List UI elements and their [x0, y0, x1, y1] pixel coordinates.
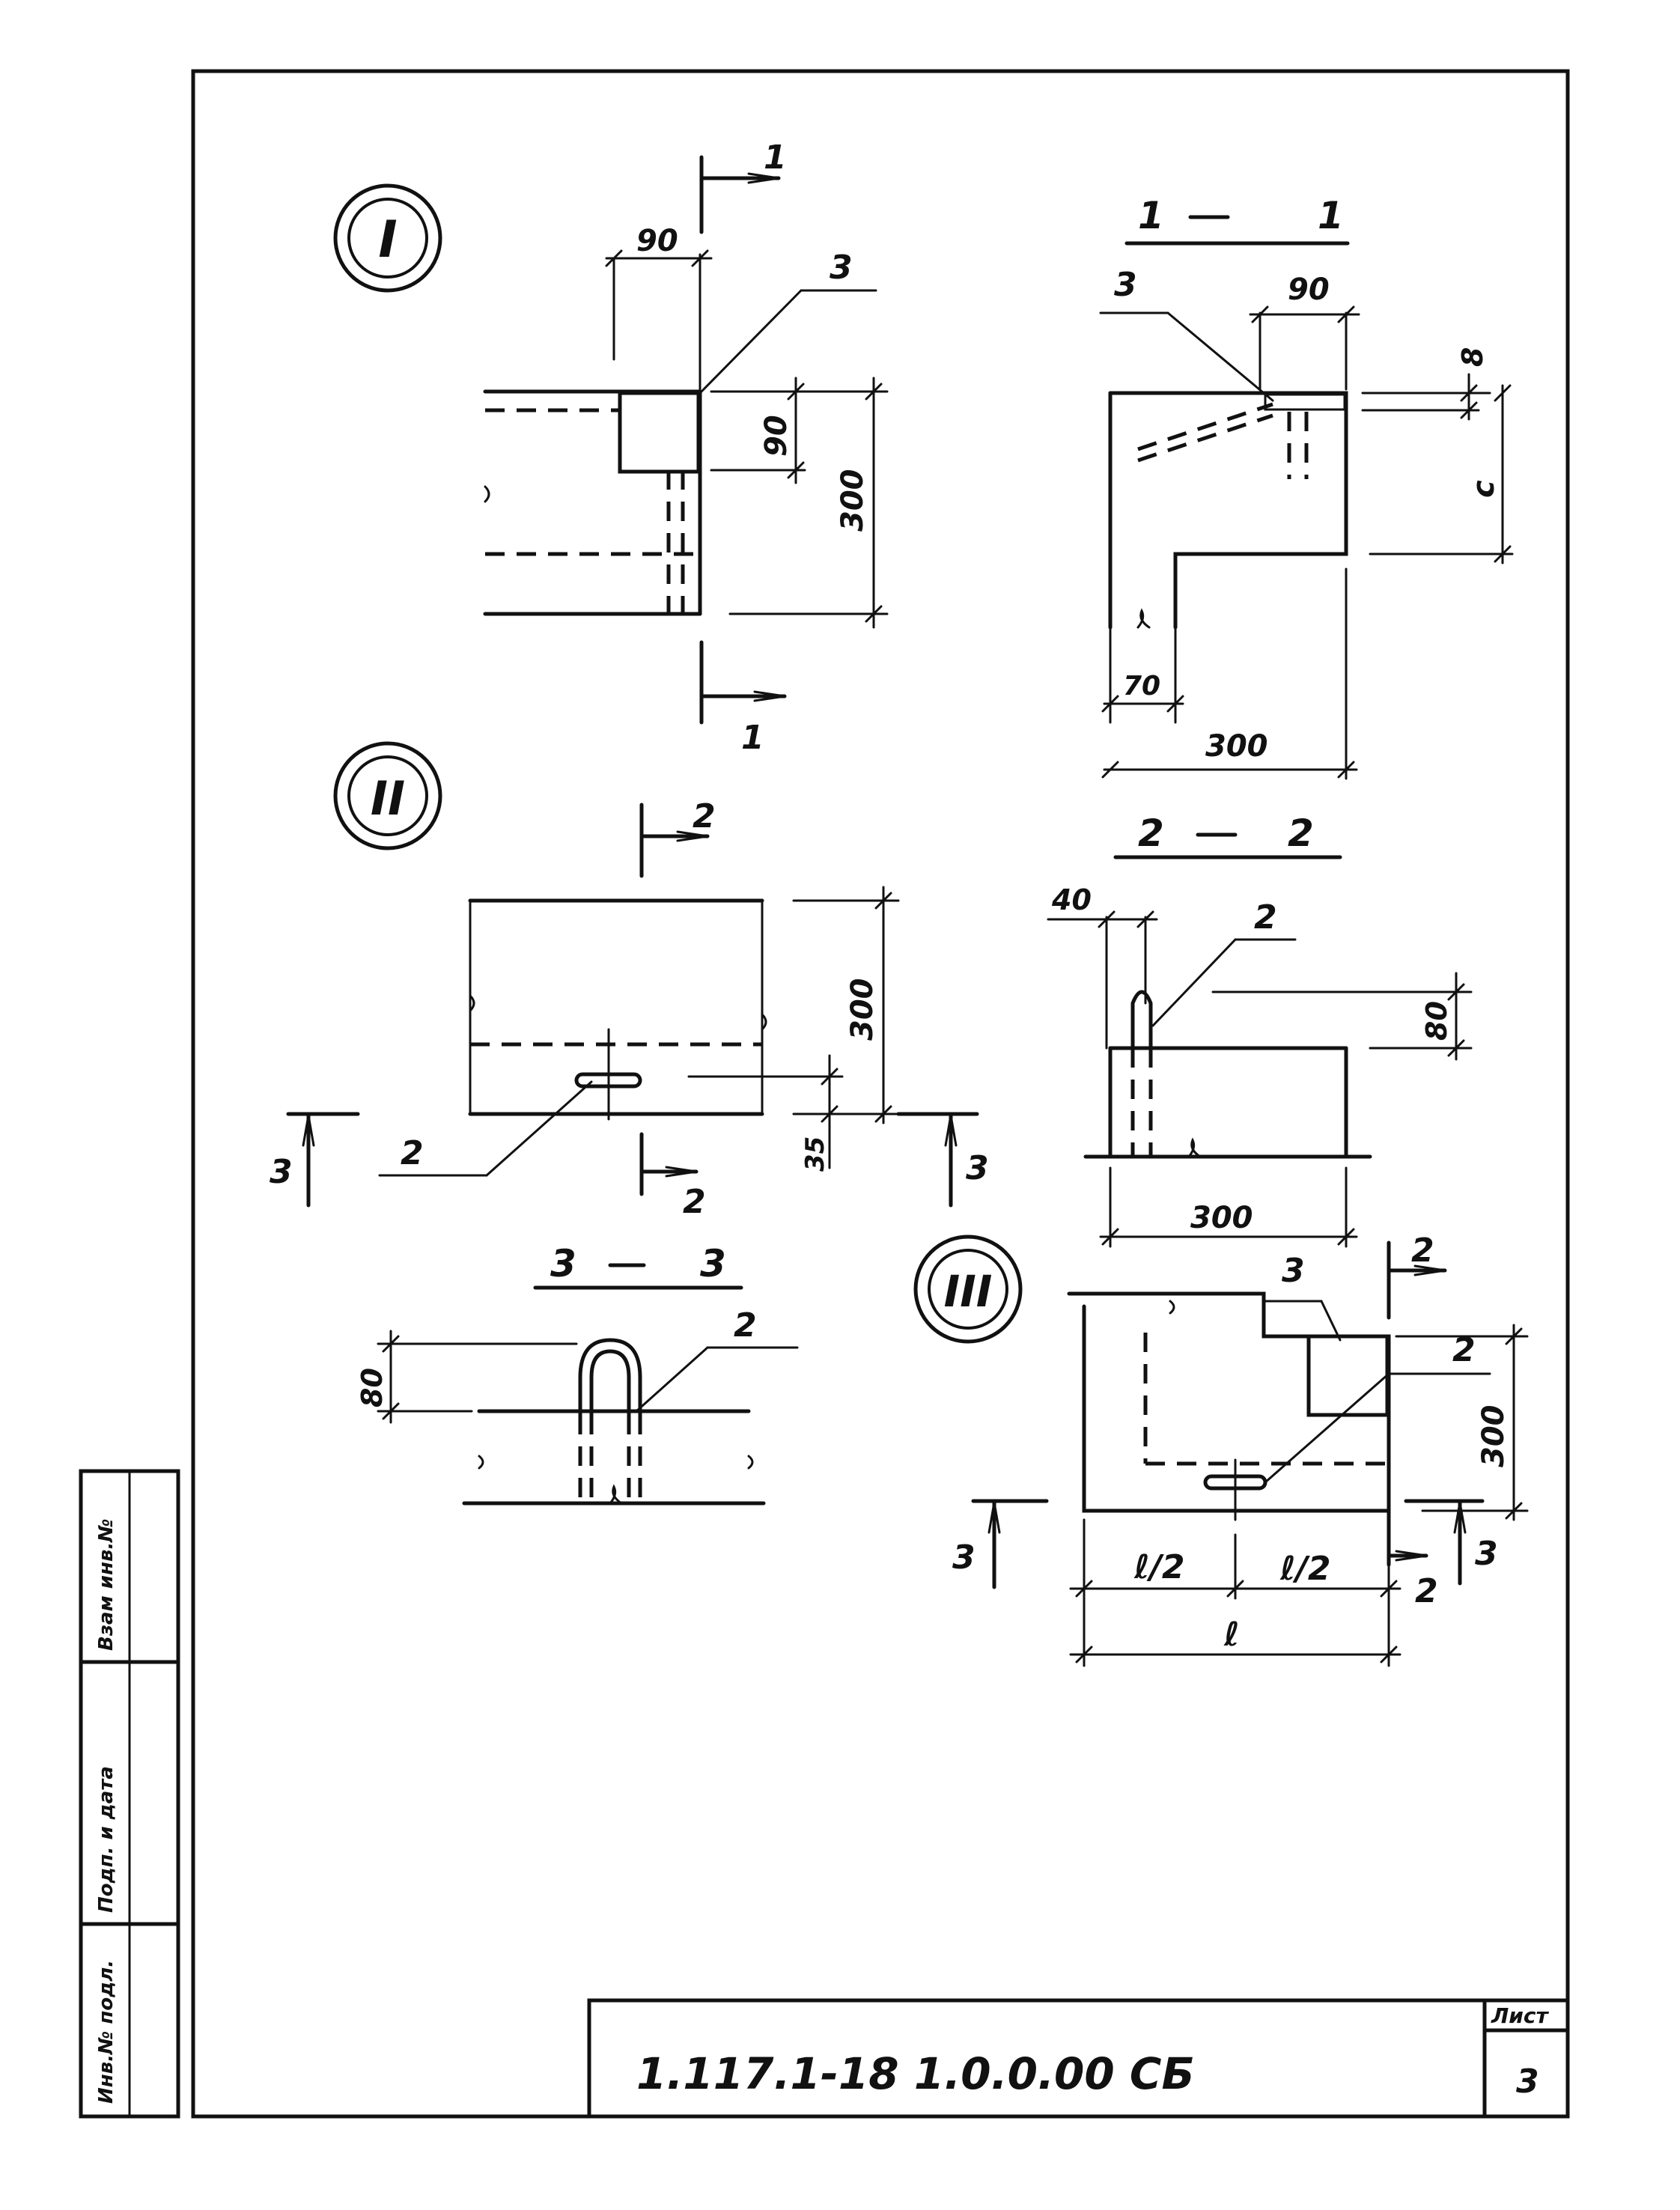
stamp-inv-label: Инв.№ подл.	[95, 1960, 118, 2104]
view-III-section-bottom: 2	[1415, 1572, 1438, 1610]
view-I-dim-height: 300	[836, 469, 870, 532]
title-block: 1.117.1-18 1.0.0.00 СБ Лист 3	[587, 1998, 1570, 2119]
sec22-label-right: 2	[1288, 812, 1314, 855]
section-3-3: 3 3 2 80	[356, 1242, 799, 1506]
view-II-cut-right: 3	[966, 1149, 989, 1187]
sec22-dim-300: 300	[1190, 1201, 1253, 1235]
view-II-leader: 2	[401, 1134, 424, 1172]
view-I-dim-width: 90	[636, 224, 678, 258]
sec33-label-left: 3	[550, 1242, 576, 1285]
sec11-dim-c: c	[1467, 480, 1501, 498]
drawing-code: 1.117.1-18 1.0.0.00 СБ	[636, 2048, 1195, 2099]
section-1-1: 1 1 3 90 8 c	[1099, 194, 1514, 780]
sec11-label-right: 1	[1318, 194, 1344, 237]
sheet-number: 3	[1516, 2063, 1539, 2101]
view-III-leader-3: 3	[1282, 1252, 1305, 1290]
view-I-section-top: 1	[764, 138, 787, 177]
view-I: I 1 1 90 3	[333, 138, 889, 757]
view-II-dim-35: 35	[800, 1136, 830, 1172]
stamp-sign-label: Подп. и дата	[95, 1766, 118, 1913]
view-III-cut-right: 3	[1475, 1535, 1498, 1573]
sec11-dim-70: 70	[1123, 671, 1160, 701]
view-III-dim-height: 300	[1476, 1405, 1511, 1468]
sec11-leader: 3	[1114, 266, 1137, 304]
sec11-dim-top: 90	[1288, 273, 1330, 307]
view-I-marker: I	[378, 210, 397, 270]
view-III-dim-total: ℓ	[1223, 1616, 1240, 1654]
sec11-dim-b: 8	[1456, 347, 1489, 367]
view-II-cut-left: 3	[270, 1153, 293, 1191]
view-III-cut-left: 3	[952, 1538, 976, 1577]
view-I-dim-height-small: 90	[759, 415, 794, 457]
view-III-marker: III	[944, 1266, 993, 1317]
view-III-dim-half-right: ℓ/2	[1279, 1550, 1330, 1588]
stamp-replace-label: Взам инв.№	[95, 1518, 118, 1651]
view-II: II 2 2 2 300 35	[270, 741, 989, 1221]
sec11-dim-300: 300	[1205, 729, 1268, 764]
view-II-marker: II	[371, 771, 405, 826]
sec11-label-left: 1	[1138, 194, 1164, 237]
view-II-section-top: 2	[693, 797, 716, 835]
view-I-leader: 3	[830, 249, 853, 287]
view-II-dim-height: 300	[845, 978, 880, 1041]
sec22-dim-80: 80	[1420, 1001, 1453, 1041]
view-III: III 2 2 3 2 300	[913, 1232, 1529, 1667]
sec22-label-left: 2	[1138, 812, 1164, 855]
sec33-dim-80: 80	[356, 1368, 389, 1407]
sheet-label: Лист	[1491, 2003, 1549, 2028]
sec22-leader: 2	[1254, 898, 1277, 937]
view-I-section-bottom: 1	[741, 719, 764, 757]
sec33-leader: 2	[734, 1306, 757, 1345]
view-III-dim-half-left: ℓ/2	[1133, 1548, 1184, 1586]
sec33-label-right: 3	[700, 1242, 726, 1285]
view-III-section-top: 2	[1411, 1232, 1434, 1270]
side-stamp: Инв.№ подл. Подп. и дата Взам инв.№	[79, 1469, 180, 2119]
sec22-dim-40: 40	[1051, 883, 1092, 916]
view-II-section-bottom: 2	[683, 1183, 706, 1221]
section-2-2: 2 2 40 2 80	[1047, 812, 1473, 1248]
sheet-frame	[191, 69, 1570, 2119]
